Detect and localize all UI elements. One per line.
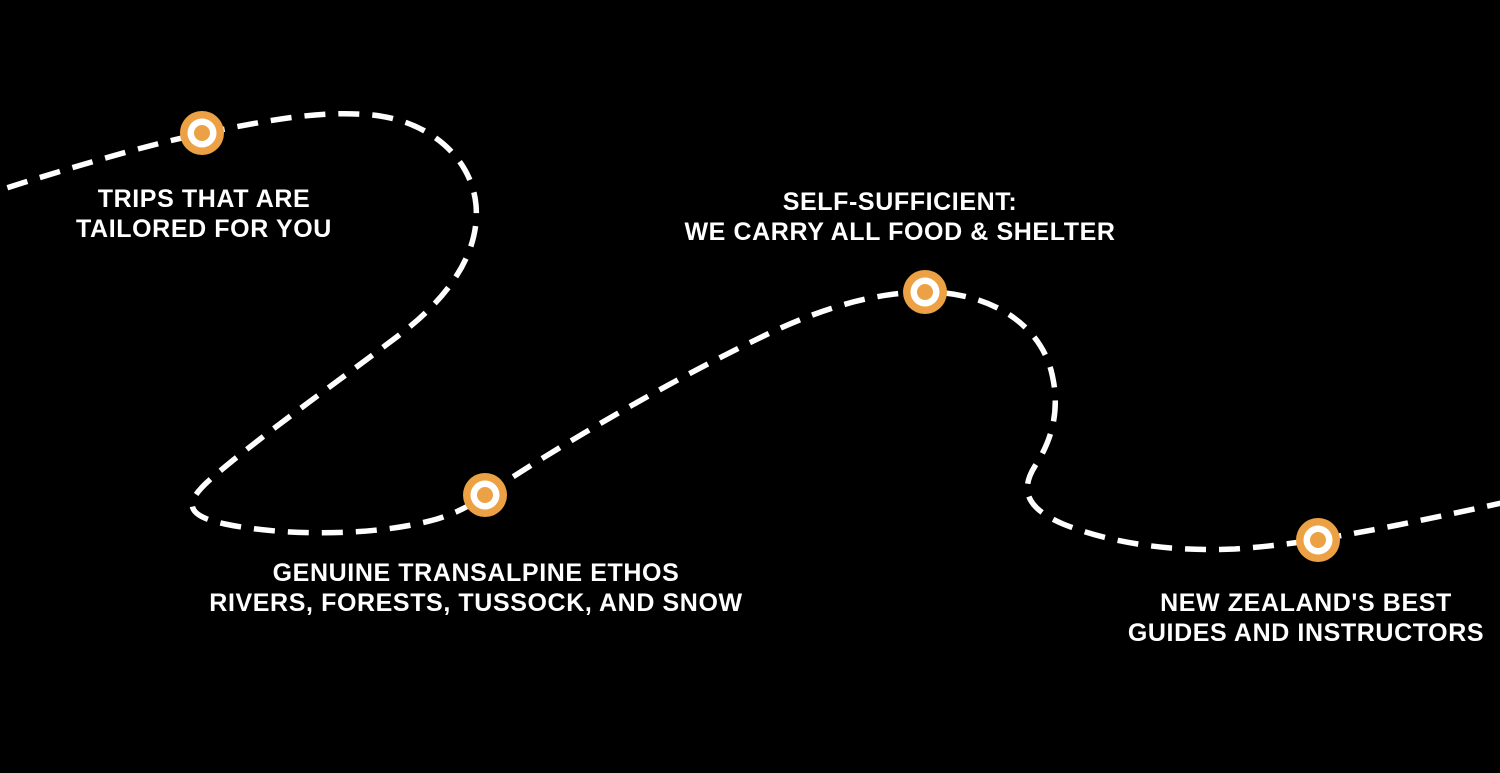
marker-center-dot xyxy=(917,284,933,300)
stop-label-transalpine-ethos: GENUINE TRANSALPINE ETHOS RIVERS, FOREST… xyxy=(209,558,742,618)
stop-label-self-sufficient: SELF-SUFFICIENT: WE CARRY ALL FOOD & SHE… xyxy=(684,187,1115,247)
stop-label-line1: SELF-SUFFICIENT: xyxy=(782,188,1018,216)
stop-label-line1: GENUINE TRANSALPINE ETHOS xyxy=(272,559,680,587)
stop-label-line2: WE CARRY ALL FOOD & SHELTER xyxy=(684,218,1116,246)
route-stop-marker-best-guides xyxy=(1296,518,1340,562)
stop-label-line2: RIVERS, FORESTS, TUSSOCK, AND SNOW xyxy=(209,589,743,617)
stop-label-tailored-trips: TRIPS THAT ARE TAILORED FOR YOU xyxy=(76,184,332,244)
route-stop-marker-self-sufficient xyxy=(903,270,947,314)
stop-label-line1: TRIPS THAT ARE xyxy=(97,185,311,213)
stop-label-line2: TAILORED FOR YOU xyxy=(76,215,332,243)
marker-center-dot xyxy=(194,125,210,141)
route-stop-marker-tailored-trips xyxy=(180,111,224,155)
stop-label-best-guides: NEW ZEALAND'S BEST GUIDES AND INSTRUCTOR… xyxy=(1128,588,1484,648)
stop-label-line2: GUIDES AND INSTRUCTORS xyxy=(1127,619,1485,647)
dashed-route-path xyxy=(0,110,1500,553)
route-stop-marker-transalpine-ethos xyxy=(463,473,507,517)
stop-label-line1: NEW ZEALAND'S BEST xyxy=(1160,589,1452,617)
marker-center-dot xyxy=(477,487,493,503)
marker-center-dot xyxy=(1310,532,1326,548)
